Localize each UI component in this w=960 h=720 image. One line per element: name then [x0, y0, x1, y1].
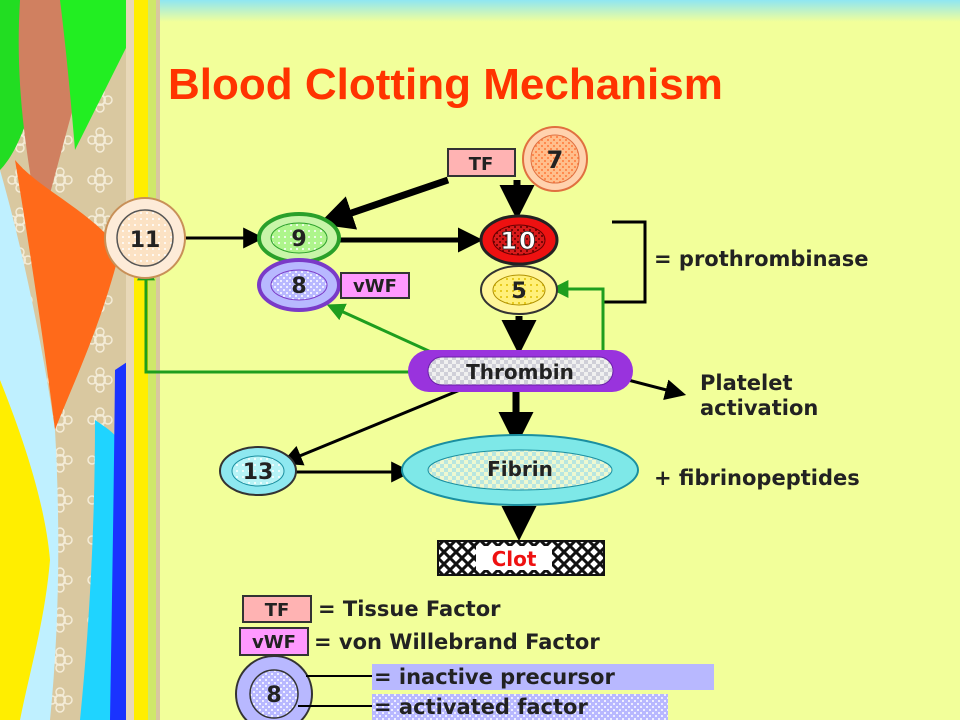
feedback-thrombin-to-8 — [326, 303, 443, 359]
feedback-thrombin-to-11 — [137, 262, 412, 374]
tissue-factor-label: TF — [469, 154, 494, 175]
legend-circle-label: 8 — [266, 683, 281, 708]
factor-7-core — [530, 134, 580, 184]
legend-activated-band — [372, 694, 668, 720]
legend-activated-text: = activated factor — [374, 695, 588, 719]
factor-8-label: 8 — [291, 274, 306, 299]
fibrinopeptides-label: + fibrinopeptides — [654, 466, 860, 490]
clot-label: Clot — [492, 547, 537, 571]
legend-tf-box-label: TF — [265, 600, 290, 621]
platelet-activation-label-line2: activation — [700, 396, 818, 420]
vwf-box — [340, 272, 410, 299]
vwf-label: vWF — [353, 276, 397, 297]
arrow-thrombin-to-13 — [281, 388, 461, 466]
legend-vwf-box-label: vWF — [252, 632, 296, 653]
thrombin-label: Thrombin — [466, 360, 574, 384]
legend: TF = Tissue Factor vWF = von Willebrand … — [235, 595, 714, 720]
feedback-thrombin-to-5 — [550, 280, 605, 356]
factor-10-label: 10 — [500, 227, 537, 255]
legend-tf-box — [242, 595, 312, 623]
factor-7-label: 7 — [547, 146, 564, 174]
prothrombinase-bracket — [604, 220, 647, 304]
factor-5-label: 5 — [511, 279, 526, 304]
factor-13-label: 13 — [243, 460, 274, 485]
legend-inactive-band — [372, 664, 714, 690]
slide-title: Blood Clotting Mechanism — [168, 60, 723, 109]
legend-vwf-text: = von Willebrand Factor — [314, 630, 600, 654]
tissue-factor-box — [447, 148, 516, 177]
factor-10-core — [492, 224, 546, 256]
thrombin-core — [427, 356, 614, 386]
factor-9-core — [270, 222, 328, 254]
legend-tf-text: = Tissue Factor — [318, 597, 501, 621]
legend-inactive-text: = inactive precursor — [374, 665, 615, 689]
factor-11-label: 11 — [130, 228, 161, 253]
factor-11-core — [116, 209, 174, 267]
clot-label-backdrop — [476, 546, 552, 570]
factor-13-core — [231, 455, 285, 487]
arrow-thrombin-to-platelet — [627, 378, 687, 400]
prothrombinase-label: = prothrombinase — [654, 247, 868, 271]
legend-circle-inner — [249, 669, 299, 719]
factor-9-label: 9 — [291, 227, 306, 252]
fibrin-label: Fibrin — [487, 457, 553, 481]
factor-5-core — [492, 274, 546, 306]
arrow-tf-to-9 — [318, 176, 450, 230]
factor-8-core — [270, 269, 328, 301]
fibrin-core — [427, 449, 613, 491]
platelet-activation-label-line1: Platelet — [700, 371, 793, 395]
